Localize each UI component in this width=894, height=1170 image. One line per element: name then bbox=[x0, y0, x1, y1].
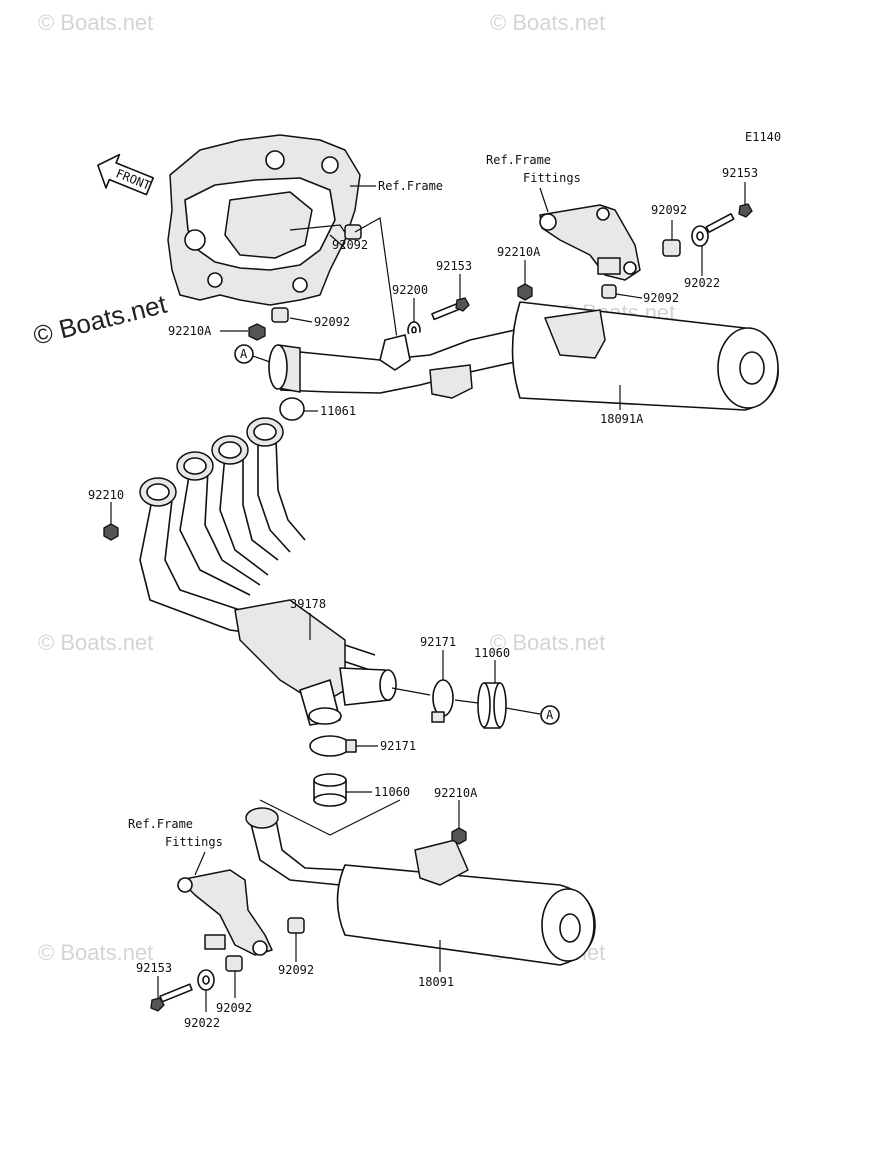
label-ref-frame-fittings-line1: Ref.Frame bbox=[128, 817, 193, 831]
label-92092: 92092 bbox=[651, 203, 687, 217]
label-92092: 92092 bbox=[278, 963, 314, 977]
bushing-92092 bbox=[601, 284, 617, 299]
muffler-18091 bbox=[245, 807, 596, 966]
watermark: © Boats.net bbox=[38, 630, 153, 655]
bolt-92153 bbox=[150, 983, 193, 1012]
label-92092: 92092 bbox=[216, 1001, 252, 1015]
label-92092: 92092 bbox=[314, 315, 350, 329]
label-92153: 92153 bbox=[722, 166, 758, 180]
leader-line bbox=[252, 355, 271, 363]
label-92171: 92171 bbox=[420, 635, 456, 649]
washer-92022 bbox=[197, 969, 215, 991]
bushing-92092 bbox=[271, 224, 362, 323]
label-11060: 11060 bbox=[474, 646, 510, 660]
label-ref-frame-fittings-line1: Ref.Frame bbox=[486, 153, 551, 167]
gasket-11061 bbox=[279, 397, 305, 421]
frame-fittings-bracket-right bbox=[539, 204, 641, 281]
watermark: © Boats.net bbox=[38, 940, 153, 965]
watermark-prominent: © Boats.net bbox=[30, 289, 170, 351]
watermark: © Boats.net bbox=[490, 10, 605, 35]
flange bbox=[139, 417, 284, 507]
front-arrow-icon: FRONT bbox=[97, 153, 154, 196]
label-92092: 92092 bbox=[332, 238, 368, 252]
label-92153: 92153 bbox=[136, 961, 172, 975]
nut-92210A bbox=[451, 827, 467, 845]
nut-92210A bbox=[248, 323, 266, 341]
label-ref-frame: Ref.Frame bbox=[378, 179, 443, 193]
label-92022: 92022 bbox=[184, 1016, 220, 1030]
bushing-92092 bbox=[662, 239, 681, 257]
bolt-92153 bbox=[431, 297, 470, 321]
sleeve-11060 bbox=[477, 682, 507, 729]
frame-fittings-bracket-left bbox=[177, 869, 273, 956]
clamp-92171 bbox=[431, 679, 454, 723]
svg-text:A: A bbox=[240, 347, 248, 361]
bolt-92153 bbox=[705, 203, 753, 234]
label-ref-frame-fittings-line2: Fittings bbox=[165, 835, 223, 849]
label-92210A: 92210A bbox=[497, 245, 541, 259]
bushing-92092 bbox=[225, 917, 305, 972]
label-92171: 92171 bbox=[380, 739, 416, 753]
label-92153: 92153 bbox=[436, 259, 472, 273]
marker-a: A bbox=[234, 344, 254, 364]
leader-line bbox=[289, 317, 313, 323]
label-ref-frame-fittings-line2: Fittings bbox=[523, 171, 581, 185]
muffler-18091A bbox=[268, 301, 779, 411]
label-18091A: 18091A bbox=[600, 412, 644, 426]
diagram-code: E1140 bbox=[745, 130, 781, 144]
label-39178: 39178 bbox=[290, 597, 326, 611]
leader-line bbox=[391, 687, 541, 715]
watermark: © Boats.net bbox=[490, 630, 605, 655]
washer-92022 bbox=[691, 225, 709, 247]
leader-line bbox=[259, 799, 401, 836]
marker-a: A bbox=[540, 705, 560, 725]
label-92092: 92092 bbox=[643, 291, 679, 305]
leader-line bbox=[354, 217, 401, 361]
leader-line bbox=[354, 239, 357, 242]
label-92200: 92200 bbox=[392, 283, 428, 297]
label-92210A: 92210A bbox=[168, 324, 212, 338]
label-11060: 11060 bbox=[374, 785, 410, 799]
svg-text:A: A bbox=[546, 708, 554, 722]
label-18091: 18091 bbox=[418, 975, 454, 989]
sleeve-11060 bbox=[313, 773, 347, 807]
watermark: © Boats.net bbox=[38, 10, 153, 35]
leader-line bbox=[615, 293, 643, 299]
nut-92210A bbox=[517, 283, 533, 301]
label-92022: 92022 bbox=[684, 276, 720, 290]
nut-92210 bbox=[103, 523, 119, 541]
frame-ref-drawing bbox=[167, 134, 361, 306]
label-92210: 92210 bbox=[88, 488, 124, 502]
watermarks: © Boats.net © Boats.net © Boats.net © Bo… bbox=[30, 10, 675, 965]
leader-line bbox=[539, 187, 549, 213]
clamp-92171 bbox=[309, 735, 357, 757]
leader-line bbox=[194, 851, 206, 876]
label-11061: 11061 bbox=[320, 404, 356, 418]
label-92210A: 92210A bbox=[434, 786, 478, 800]
header-pipes-39178 bbox=[139, 417, 397, 726]
